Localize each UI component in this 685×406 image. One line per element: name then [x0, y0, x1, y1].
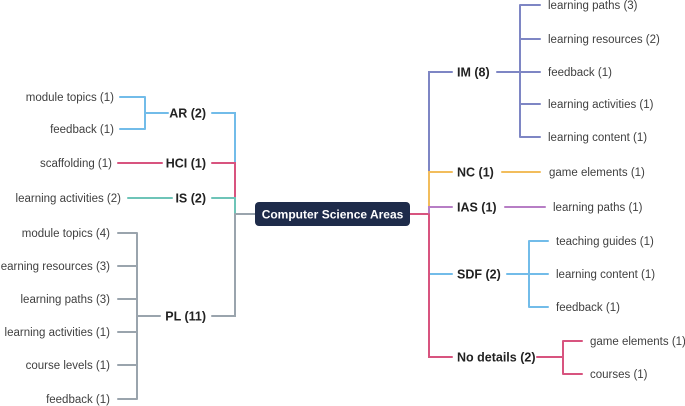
- leaf-hci-scaffolding: scaffolding (1): [40, 158, 112, 170]
- category-no-details: No details (2): [457, 351, 536, 365]
- category-im: IM (8): [457, 66, 490, 80]
- leaf-pl-course-levels: course levels (1): [26, 360, 111, 372]
- category-pl: PL (11): [165, 310, 206, 324]
- category-nc: NC (1): [457, 166, 494, 180]
- category-ias: IAS (1): [457, 201, 497, 215]
- leaf-im-learning-content: learning content (1): [548, 132, 647, 144]
- category-is: IS (2): [175, 192, 206, 206]
- leaf-sdf-teaching-guides: teaching guides (1): [556, 236, 654, 248]
- leaf-ias-learning-paths: learning paths (1): [553, 202, 643, 214]
- leaf-pl-learning-activities: learning activities (1): [5, 327, 111, 339]
- category-hci: HCI (1): [166, 157, 206, 171]
- leaf-no-details-courses: courses (1): [590, 369, 648, 381]
- right-branches: IM (8) NC (1) IAS (1) SDF (2) No details…: [457, 0, 685, 381]
- leaf-im-learning-paths: learning paths (3): [548, 0, 638, 12]
- branch-is-connector: [211, 197, 236, 215]
- branch-no-details-connector: [428, 213, 453, 358]
- leaf-no-details-game-elements: game elements (1): [590, 336, 685, 348]
- branch-sdf-connector: [428, 213, 453, 275]
- branch-nc-connector: [428, 171, 453, 215]
- leaf-nc-game-elements: game elements (1): [549, 167, 645, 179]
- leaf-im-learning-resources: learning resources (2): [548, 34, 660, 46]
- connector-lines: [117, 4, 583, 400]
- branch-im-connector: [428, 71, 453, 215]
- leaf-sdf-feedback: feedback (1): [556, 302, 620, 314]
- leaf-im-learning-activities: learning activities (1): [548, 99, 654, 111]
- branch-pl-connector: [211, 213, 236, 317]
- leaf-ar-module-topics: module topics (1): [26, 92, 114, 104]
- root-label: Computer Science Areas: [262, 208, 404, 222]
- branch-hci-connector: [211, 162, 236, 215]
- leaf-pl-learning-paths: learning paths (3): [21, 294, 111, 306]
- leaf-is-learning-activities: learning activities (2): [16, 193, 122, 205]
- root-node: Computer Science Areas: [255, 202, 410, 226]
- leaf-pl-learning-resources: learning resources (3): [0, 261, 110, 273]
- leaf-pl-feedback: feedback (1): [46, 394, 110, 406]
- root-node-box: [255, 202, 410, 226]
- category-sdf: SDF (2): [457, 268, 501, 282]
- branch-ias-connector: [428, 206, 453, 215]
- leaf-ar-feedback: feedback (1): [50, 124, 114, 136]
- left-branches: AR (2) HCI (1) IS (2) PL (11) module top…: [0, 92, 206, 406]
- category-ar: AR (2): [169, 107, 206, 121]
- leaf-sdf-learning-content: learning content (1): [556, 269, 655, 281]
- leaf-im-feedback: feedback (1): [548, 67, 612, 79]
- leaf-pl-module-topics: module topics (4): [22, 228, 110, 240]
